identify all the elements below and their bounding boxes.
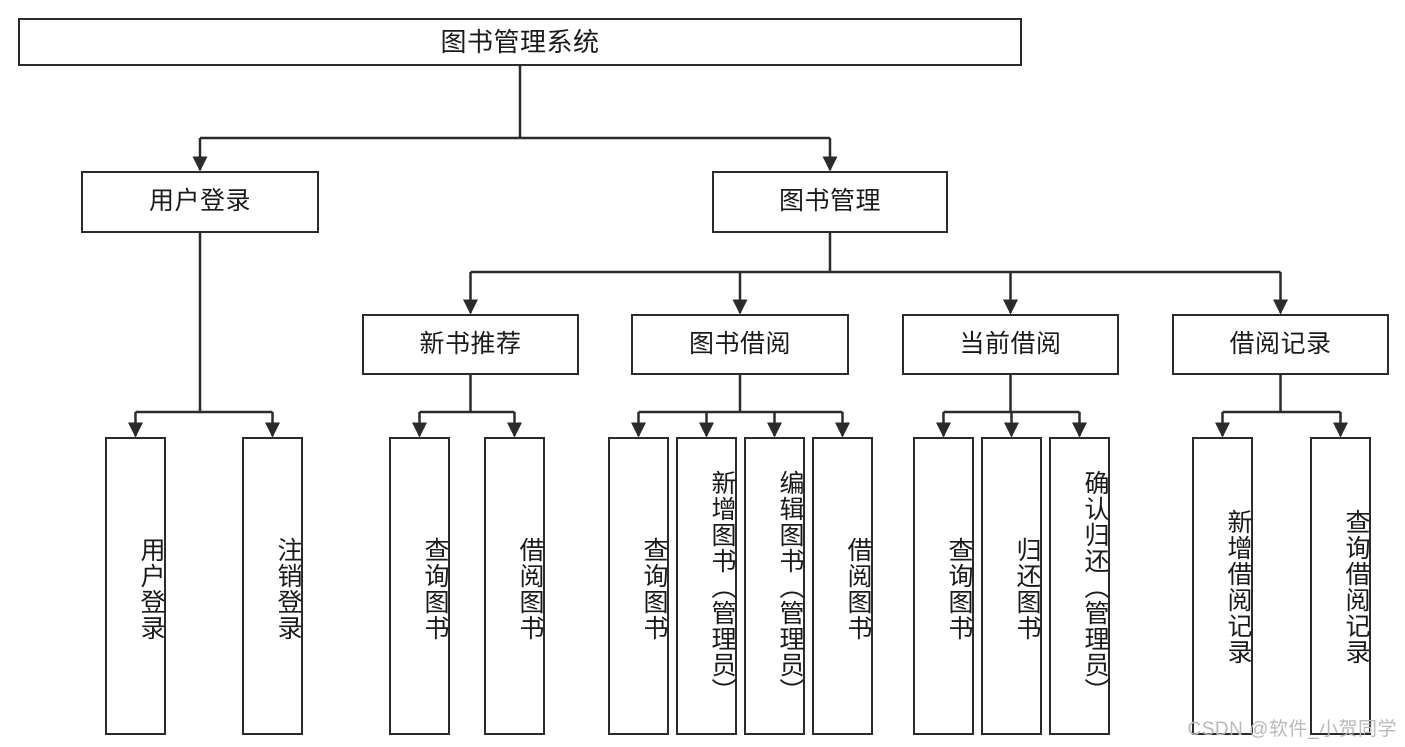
node-borrow-record[interactable]: 借阅记录	[1172, 314, 1389, 375]
node-user-login[interactable]: 用户登录	[81, 171, 319, 233]
node-label: 图书管理	[778, 187, 881, 216]
node-leaf-add-book[interactable]: 新增图书（管理员）	[676, 437, 737, 735]
node-label: 用户登录	[148, 187, 251, 216]
node-label: 查询图书	[640, 537, 668, 641]
node-label: 借阅图书	[516, 537, 544, 641]
node-label: 确认归还（管理员）	[1081, 470, 1109, 704]
node-label: 查询图书	[945, 537, 973, 641]
node-root[interactable]: 图书管理系统	[18, 18, 1022, 66]
node-leaf-confirm-return[interactable]: 确认归还（管理员）	[1049, 437, 1110, 735]
node-current-borrow[interactable]: 当前借阅	[902, 314, 1119, 375]
node-leaf-borrow-book-1[interactable]: 借阅图书	[484, 437, 545, 735]
edge-group	[128, 66, 1348, 438]
node-label: 图书管理系统	[440, 26, 600, 57]
node-label: 新增图书（管理员）	[708, 470, 736, 704]
node-label: 新增借阅记录	[1224, 509, 1252, 665]
node-label: 注销登录	[274, 537, 302, 641]
node-leaf-query-book-3[interactable]: 查询图书	[913, 437, 974, 735]
node-label: 归还图书	[1013, 537, 1041, 641]
node-label: 图书借阅	[688, 329, 791, 358]
node-leaf-user-login[interactable]: 用户登录	[105, 437, 166, 735]
node-leaf-query-record[interactable]: 查询借阅记录	[1310, 437, 1371, 735]
node-leaf-add-record[interactable]: 新增借阅记录	[1192, 437, 1253, 735]
node-leaf-edit-book[interactable]: 编辑图书（管理员）	[744, 437, 805, 735]
node-label: 当前借阅	[959, 329, 1062, 358]
node-book-manage[interactable]: 图书管理	[712, 171, 948, 233]
node-new-book-rec[interactable]: 新书推荐	[362, 314, 579, 375]
node-leaf-query-book-1[interactable]: 查询图书	[389, 437, 450, 735]
node-leaf-logout[interactable]: 注销登录	[242, 437, 303, 735]
node-label: 查询借阅记录	[1342, 509, 1370, 665]
node-label: 新书推荐	[419, 329, 522, 358]
node-label: 编辑图书（管理员）	[776, 470, 804, 704]
node-leaf-query-book-2[interactable]: 查询图书	[608, 437, 669, 735]
node-label: 借阅图书	[844, 537, 872, 641]
node-label: 借阅记录	[1229, 329, 1332, 358]
watermark: CSDN @软件_小贺同学	[1187, 719, 1397, 740]
node-leaf-return-book[interactable]: 归还图书	[981, 437, 1042, 735]
node-label: 用户登录	[137, 537, 165, 641]
node-book-borrow[interactable]: 图书借阅	[631, 314, 849, 375]
node-label: 查询图书	[421, 537, 449, 641]
node-leaf-borrow-book-2[interactable]: 借阅图书	[812, 437, 873, 735]
